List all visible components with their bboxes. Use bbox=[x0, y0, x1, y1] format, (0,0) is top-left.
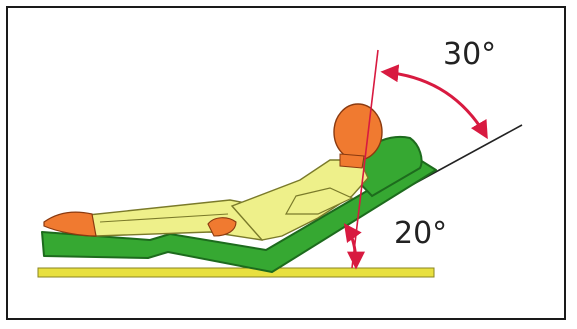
angle-20-arrow bbox=[346, 226, 356, 266]
bed-base bbox=[38, 268, 434, 277]
angle-30-label: 30° bbox=[443, 40, 496, 70]
angle-20-label: 20° bbox=[394, 219, 447, 249]
angle-30-arrow bbox=[384, 72, 486, 136]
person-head bbox=[334, 104, 382, 160]
person-neck bbox=[340, 154, 364, 168]
